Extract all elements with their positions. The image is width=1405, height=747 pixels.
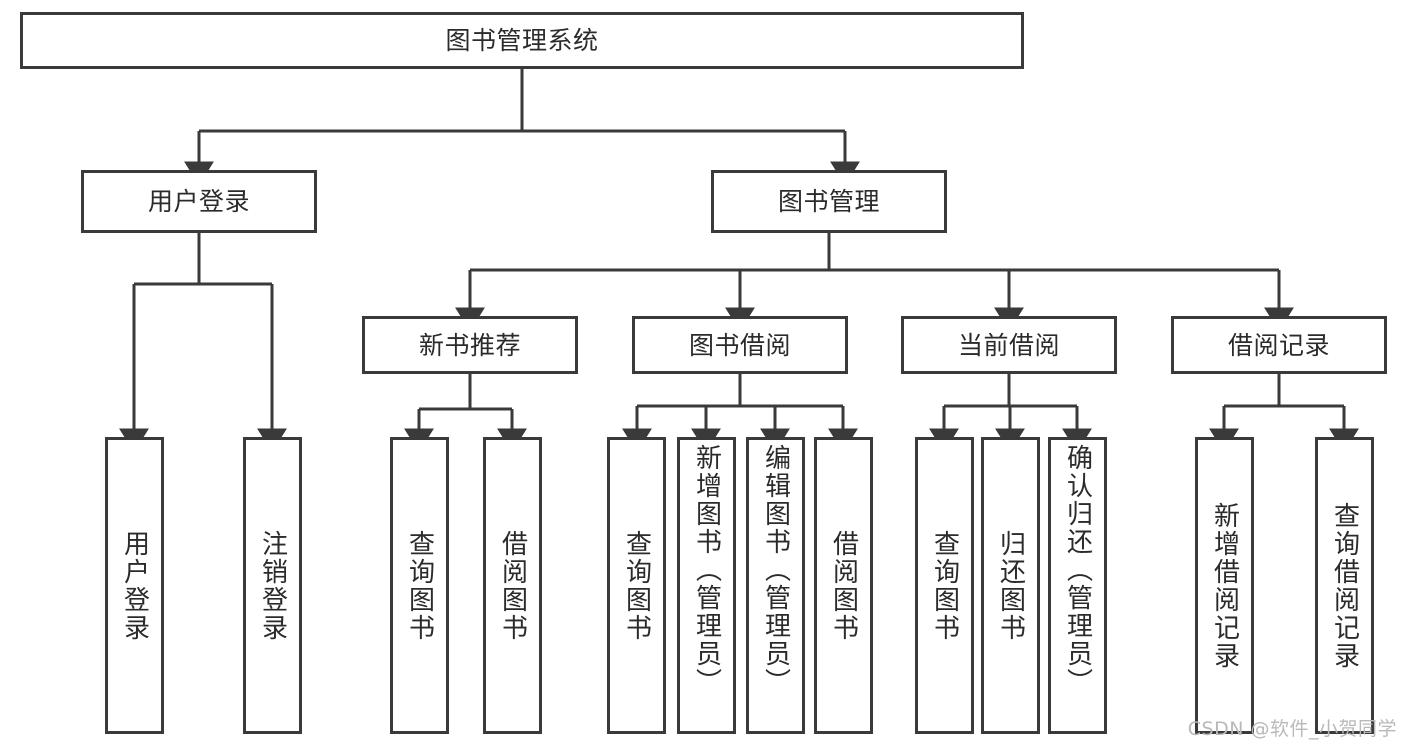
node-label: 图书管理 (777, 187, 880, 216)
node-label: 借阅图书 (828, 529, 859, 642)
node-label: 当前借阅 (957, 330, 1060, 360)
node-label: 新增借阅记录 (1209, 501, 1240, 670)
node-label: 查询图书 (929, 529, 960, 642)
node-label: 归还图书 (995, 529, 1026, 642)
node-label: 用户登录 (147, 187, 250, 216)
node-label: 图书借阅 (688, 330, 791, 360)
node-label: 查询图书 (404, 529, 435, 642)
leaf-user-login[interactable]: 用户登录 (105, 437, 164, 734)
leaf-borrow-book[interactable]: 借阅图书 (814, 437, 873, 734)
node-user-login[interactable]: 用户登录 (81, 170, 317, 233)
node-label: 查询图书 (621, 529, 652, 642)
node-label: 借阅图书 (497, 529, 528, 642)
leaf-add-book-admin[interactable]: 新增图书（管理员） (677, 437, 736, 734)
leaf-add-borrow-record[interactable]: 新增借阅记录 (1195, 437, 1254, 734)
node-label: 新书推荐 (418, 330, 521, 360)
leaf-query-borrow-record[interactable]: 查询借阅记录 (1315, 437, 1374, 734)
node-label: 查询借阅记录 (1329, 501, 1360, 670)
node-book-borrowing[interactable]: 图书借阅 (632, 316, 848, 374)
node-label: 用户登录 (119, 529, 150, 642)
node-new-book-recommendation[interactable]: 新书推荐 (362, 316, 578, 374)
node-label: 图书管理系统 (445, 26, 599, 55)
node-label: 注销登录 (257, 529, 288, 642)
csdn-watermark: CSDN @软件_小贺同学 (1187, 718, 1397, 740)
node-label: 借阅记录 (1227, 330, 1330, 360)
leaf-query-book-borrow[interactable]: 查询图书 (607, 437, 666, 734)
node-label: 编辑图书（管理员） (760, 444, 791, 696)
leaf-edit-book-admin[interactable]: 编辑图书（管理员） (746, 437, 805, 734)
node-borrowing-record[interactable]: 借阅记录 (1171, 316, 1387, 374)
node-label: 确认归还（管理员） (1062, 444, 1093, 696)
leaf-query-book-recommend[interactable]: 查询图书 (390, 437, 449, 734)
node-label: 新增图书（管理员） (691, 444, 722, 696)
leaf-confirm-return-admin[interactable]: 确认归还（管理员） (1048, 437, 1107, 734)
node-book-management[interactable]: 图书管理 (711, 170, 947, 233)
leaf-borrow-book-recommend[interactable]: 借阅图书 (483, 437, 542, 734)
leaf-query-book-current[interactable]: 查询图书 (915, 437, 974, 734)
node-current-borrowing[interactable]: 当前借阅 (901, 316, 1117, 374)
leaf-logout[interactable]: 注销登录 (243, 437, 302, 734)
leaf-return-book[interactable]: 归还图书 (981, 437, 1040, 734)
node-root-book-management-system[interactable]: 图书管理系统 (20, 12, 1024, 69)
